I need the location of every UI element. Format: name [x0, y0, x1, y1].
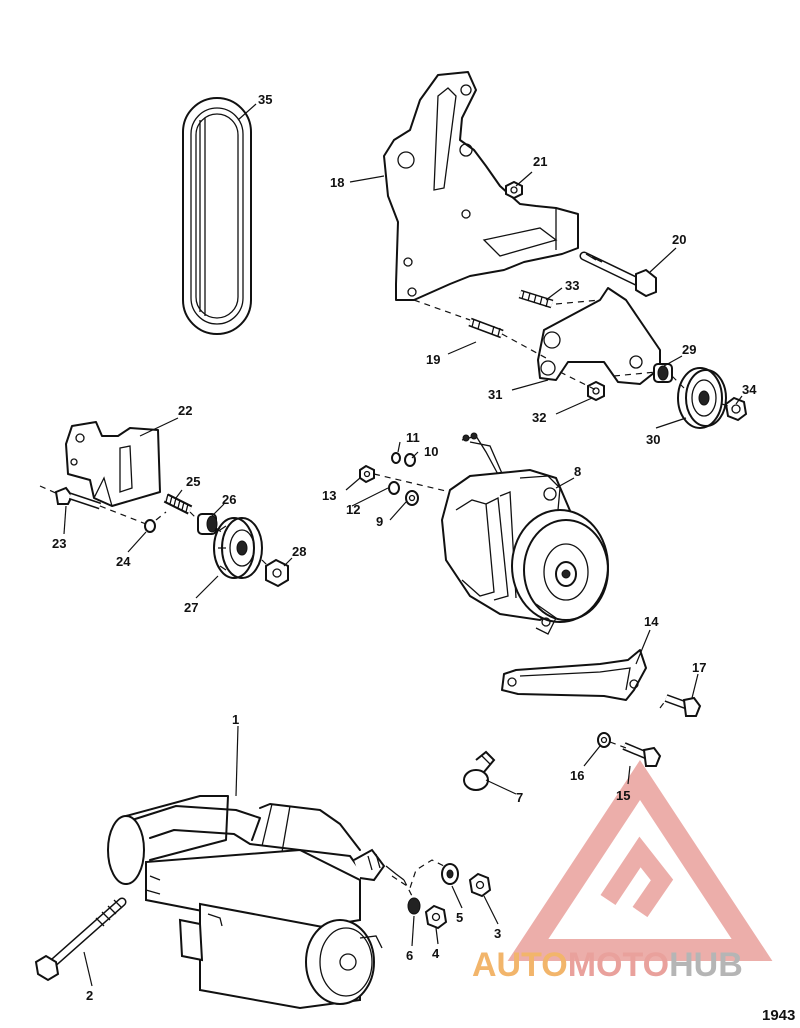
drive-belt [182, 97, 252, 335]
callout-17: 17 [692, 660, 706, 675]
callout-25: 25 [186, 474, 200, 489]
callout-30: 30 [646, 432, 660, 447]
bolt-17 [664, 694, 702, 717]
bolt-23 [54, 486, 102, 510]
watermark-logo [507, 760, 773, 961]
callout-35: 35 [258, 92, 272, 107]
callout-31: 31 [488, 387, 502, 402]
pulley-27 [213, 517, 263, 579]
callout-19: 19 [426, 352, 440, 367]
starter-motor [107, 795, 405, 1010]
callout-6: 6 [406, 948, 413, 963]
callout-8: 8 [574, 464, 581, 479]
nut-34 [724, 396, 748, 422]
assembly-lines [39, 299, 729, 901]
stud-19 [468, 317, 504, 339]
washer-24 [144, 519, 156, 533]
callout-14: 14 [644, 614, 659, 629]
stud-33 [518, 289, 554, 309]
callout-9: 9 [376, 514, 383, 529]
callout-11: 11 [406, 430, 420, 445]
bolt-15 [622, 742, 662, 767]
callout-22: 22 [178, 403, 192, 418]
spacer-26 [197, 513, 218, 535]
idler-pulley-30 [677, 367, 727, 429]
bolt-20 [579, 251, 657, 298]
nut-28 [265, 558, 289, 588]
alternator [440, 432, 609, 635]
bolt-2 [34, 897, 127, 982]
callout-5: 5 [456, 910, 463, 925]
terminal-hardware [407, 863, 492, 930]
watermark-text: AUTOMOTOHUB [472, 946, 743, 984]
watermark-moto: MOTO [568, 946, 669, 984]
callout-26: 26 [222, 492, 236, 507]
callout-27: 27 [184, 600, 198, 615]
callout-2: 2 [86, 988, 93, 1003]
callout-7: 7 [516, 790, 523, 805]
tensioner-arm [537, 287, 661, 385]
callout-18: 18 [330, 175, 344, 190]
callout-21: 21 [533, 154, 547, 169]
adjusting-bracket [501, 649, 647, 701]
bracket-22 [65, 421, 161, 507]
callout-3: 3 [494, 926, 501, 941]
washer-16 [597, 732, 611, 748]
nut-32 [587, 380, 605, 402]
callout-28: 28 [292, 544, 306, 559]
callout-4: 4 [432, 946, 440, 961]
nut-21 [505, 180, 523, 200]
figure-number: 1943 [762, 1007, 795, 1024]
callout-23: 23 [52, 536, 66, 551]
callout-34: 34 [742, 382, 757, 397]
callout-24: 24 [116, 554, 131, 569]
callout-15: 15 [616, 788, 630, 803]
callout-32: 32 [532, 410, 546, 425]
mounting-bracket [383, 71, 579, 301]
callout-10: 10 [424, 444, 438, 459]
callout-29: 29 [682, 342, 696, 357]
watermark-hub: HUB [669, 946, 743, 984]
callout-12: 12 [346, 502, 360, 517]
callout-20: 20 [672, 232, 686, 247]
hardware-9-13 [359, 452, 419, 506]
watermark-auto: AUTO [472, 946, 568, 984]
callout-labels: 35 18 21 20 33 19 31 32 29 30 34 22 23 2… [52, 92, 757, 1003]
bushing-29 [653, 363, 673, 383]
callout-16: 16 [570, 768, 584, 783]
stud-25 [163, 493, 193, 515]
cable-connector-7 [463, 750, 496, 791]
leader-lines [63, 103, 743, 987]
callout-13: 13 [322, 488, 336, 503]
callout-1: 1 [232, 712, 239, 727]
callout-33: 33 [565, 278, 579, 293]
